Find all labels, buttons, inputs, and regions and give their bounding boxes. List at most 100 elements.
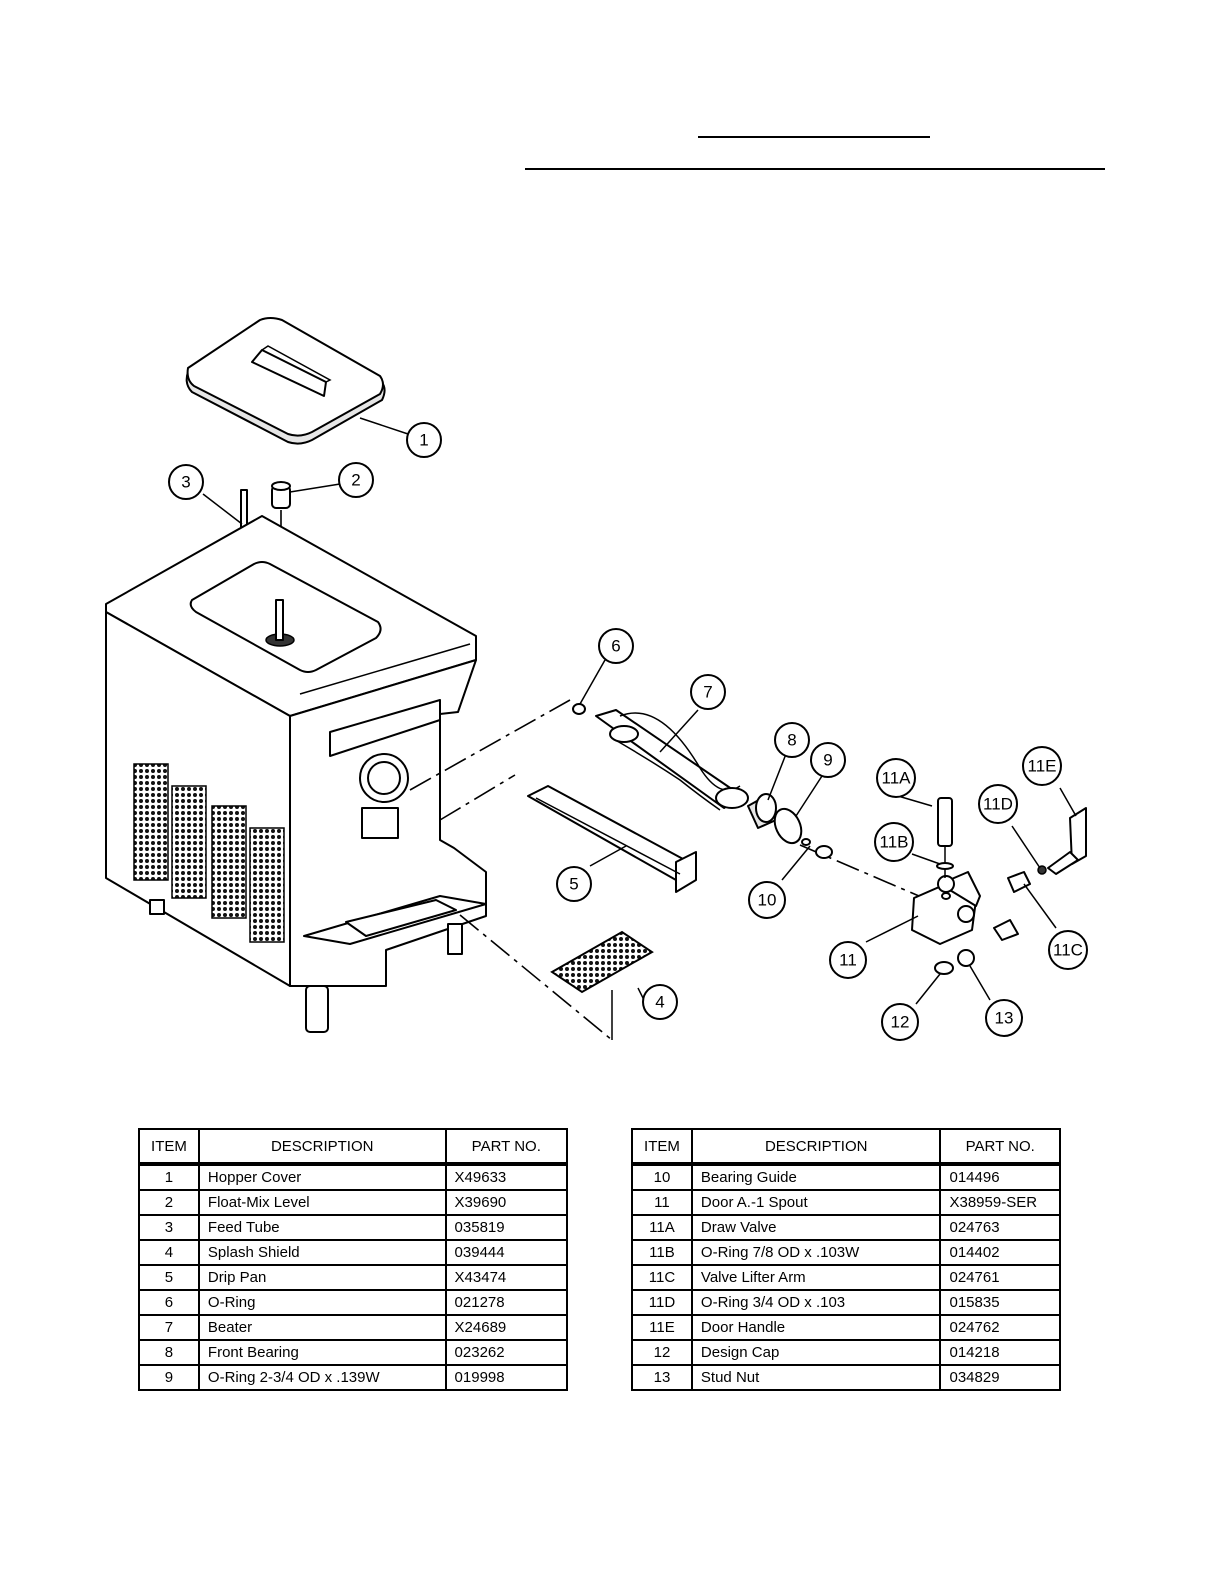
- part-no-cell: 034829: [939, 1364, 1061, 1391]
- part-no-cell: 015835: [939, 1289, 1061, 1316]
- part-no-cell: 024763: [939, 1214, 1061, 1241]
- valve-lifter-arm-drawing: [1007, 871, 1031, 893]
- o-ring-drawing: [572, 703, 586, 715]
- item-cell: 1: [138, 1163, 200, 1191]
- svg-text:3: 3: [181, 473, 190, 492]
- item-cell: 12: [631, 1339, 693, 1366]
- part-no-cell: X24689: [444, 1314, 569, 1341]
- description-cell: Feed Tube: [197, 1214, 447, 1241]
- svg-text:11: 11: [839, 951, 857, 970]
- svg-text:11D: 11D: [983, 795, 1013, 814]
- svg-text:9: 9: [823, 751, 832, 770]
- svg-text:4: 4: [655, 993, 664, 1012]
- part-no-cell: 014218: [939, 1339, 1061, 1366]
- hopper-cover-drawing: [185, 317, 386, 445]
- front-bearing-drawing: [747, 793, 777, 829]
- svg-text:5: 5: [569, 875, 578, 894]
- float-drawing: [271, 481, 291, 600]
- draw-valve-drawing: [937, 797, 953, 878]
- header-item: ITEM: [138, 1128, 200, 1166]
- description-cell: Beater: [197, 1314, 447, 1341]
- part-no-cell: 019998: [444, 1364, 569, 1391]
- freezer-door-drawing: [911, 871, 1019, 945]
- svg-text:1: 1: [419, 431, 428, 450]
- description-cell: Door Handle: [690, 1314, 942, 1341]
- description-cell: Bearing Guide: [690, 1163, 942, 1191]
- bearing-o-ring-drawing: [773, 807, 803, 845]
- item-cell: 11D: [631, 1289, 693, 1316]
- part-no-cell: 023262: [444, 1339, 569, 1366]
- item-cell: 11A: [631, 1214, 693, 1241]
- callout-7: 7: [690, 674, 726, 710]
- assembly-line-beater: [409, 699, 571, 791]
- part-no-cell: X38959-SER: [939, 1189, 1061, 1216]
- assembly-line-drip-pan: [439, 774, 516, 821]
- callout-4: 4: [642, 984, 678, 1020]
- part-no-cell: 021278: [444, 1289, 569, 1316]
- callout-5: 5: [556, 866, 592, 902]
- item-cell: 10: [631, 1163, 693, 1191]
- description-cell: Door A.-1 Spout: [690, 1189, 942, 1216]
- item-cell: 11B: [631, 1239, 693, 1266]
- callout-11d: 11D: [978, 784, 1018, 824]
- item-cell: 3: [138, 1214, 200, 1241]
- item-cell: 2: [138, 1189, 200, 1216]
- table-header-row: ITEM DESCRIPTION PART NO.: [138, 1128, 569, 1166]
- callout-13: 13: [985, 999, 1023, 1037]
- item-cell: 11C: [631, 1264, 693, 1291]
- svg-text:7: 7: [703, 683, 712, 702]
- callout-3: 3: [168, 464, 204, 500]
- callout-leader-lines: [202, 417, 1077, 1005]
- description-cell: Draw Valve: [690, 1214, 942, 1241]
- description-cell: Splash Shield: [197, 1239, 447, 1266]
- callout-1: 1: [406, 422, 442, 458]
- item-cell: 11: [631, 1189, 693, 1216]
- header-part-no: PART NO.: [444, 1128, 569, 1166]
- callout-11b: 11B: [874, 822, 914, 862]
- svg-text:10: 10: [758, 891, 777, 910]
- part-no-cell: 035819: [444, 1214, 569, 1241]
- callout-6: 6: [598, 628, 634, 664]
- description-cell: O-Ring 2-3/4 OD x .139W: [197, 1364, 447, 1391]
- part-no-cell: 024762: [939, 1314, 1061, 1341]
- freezer-cabinet-drawing: [105, 515, 487, 1033]
- svg-text:12: 12: [891, 1013, 910, 1032]
- callout-9: 9: [810, 742, 846, 778]
- header-item: ITEM: [631, 1128, 693, 1166]
- item-cell: 7: [138, 1314, 200, 1341]
- header-part-no: PART NO.: [939, 1128, 1061, 1166]
- description-cell: Design Cap: [690, 1339, 942, 1366]
- description-cell: O-Ring: [197, 1289, 447, 1316]
- table-header-row: ITEM DESCRIPTION PART NO.: [631, 1128, 1061, 1166]
- callout-2: 2: [338, 462, 374, 498]
- description-cell: Hopper Cover: [197, 1163, 447, 1191]
- svg-text:8: 8: [787, 731, 796, 750]
- callout-11: 11: [829, 941, 867, 979]
- item-cell: 4: [138, 1239, 200, 1266]
- item-cell: 9: [138, 1364, 200, 1391]
- part-no-cell: 039444: [444, 1239, 569, 1266]
- svg-text:11B: 11B: [880, 833, 909, 852]
- description-cell: Drip Pan: [197, 1264, 447, 1291]
- description-cell: O-Ring 3/4 OD x .103: [690, 1289, 942, 1316]
- svg-text:11C: 11C: [1053, 941, 1083, 960]
- beater-drawing: [595, 709, 749, 811]
- item-cell: 5: [138, 1264, 200, 1291]
- callout-8: 8: [774, 722, 810, 758]
- assembly-line-splash-shield: [459, 914, 613, 1041]
- item-cell: 6: [138, 1289, 200, 1316]
